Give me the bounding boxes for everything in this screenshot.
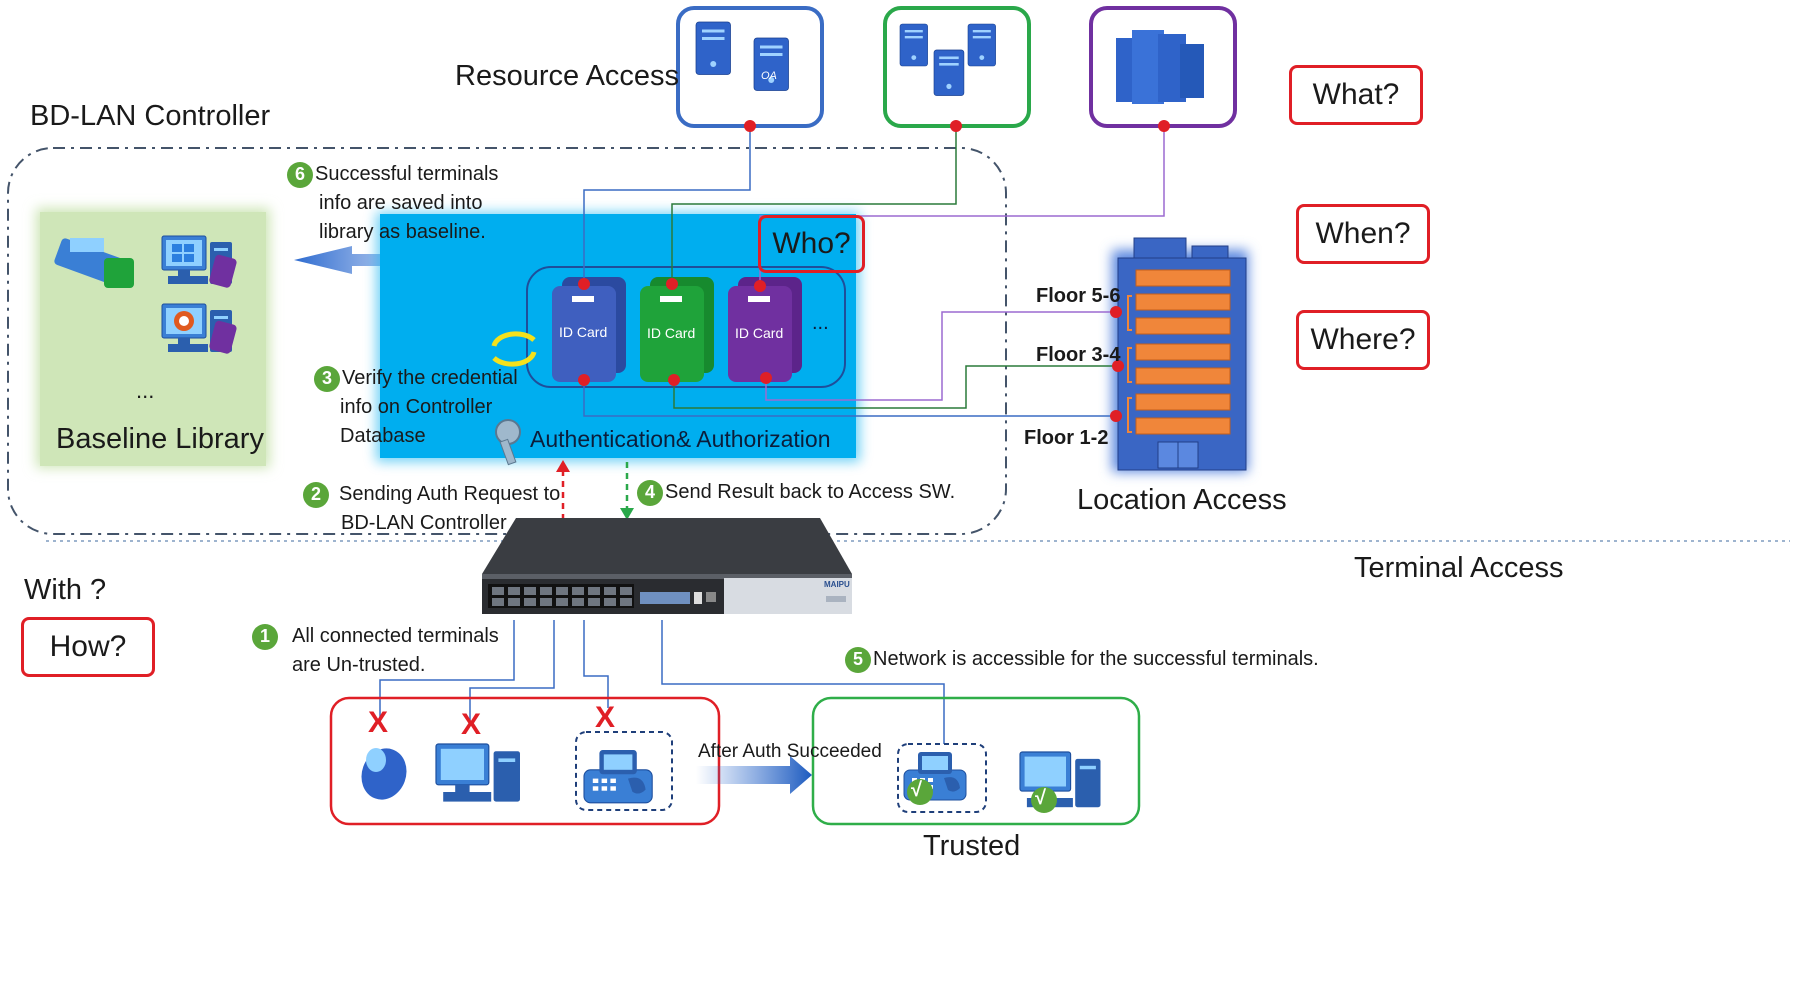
location-access-heading: Location Access — [1077, 484, 1287, 516]
step-4-line1: Send Result back to Access SW. — [665, 481, 956, 503]
floor34-link — [673, 365, 1116, 409]
id-card-purple — [728, 277, 802, 382]
step-6-badge: 6 — [287, 161, 313, 188]
controller-boundary — [7, 147, 1007, 535]
floor-label-5-6: Floor 5-6 — [1036, 285, 1121, 307]
step-2-line2: BD-LAN Controller — [341, 512, 507, 534]
id-card-label-1: ID Card — [559, 324, 608, 340]
step-6-line2: info are saved into — [319, 192, 483, 214]
untrusted-group — [329, 696, 721, 826]
accept-mark-phone: √ — [911, 779, 922, 801]
accept-badge-phone — [907, 779, 933, 805]
id-card-group — [526, 266, 846, 388]
switch-brand-label: MAIPU — [824, 580, 850, 589]
auth-result-arrow — [620, 462, 634, 520]
reject-mark-ip-phone: X — [368, 706, 389, 739]
accept-mark-pc: √ — [1035, 787, 1046, 809]
auth-request-arrow — [556, 460, 570, 520]
question-how: How? — [21, 617, 155, 677]
baseline-ellipsis: ... — [136, 378, 155, 403]
linux-pc-icon — [161, 303, 237, 354]
trusted-group — [811, 696, 1141, 826]
untrusted-desk-phone-icon — [583, 749, 653, 804]
id-card-label-3: ID Card — [735, 325, 784, 341]
oa-server-label: OA — [761, 70, 777, 82]
question-who: Who? — [758, 215, 865, 273]
step-6-line1: Successful terminals — [315, 163, 499, 185]
access-switch-icon — [482, 518, 852, 614]
auth-succeeded-arrow — [696, 756, 812, 794]
floor-brackets — [1127, 295, 1132, 433]
reject-mark-pc: X — [461, 708, 482, 741]
floor12-link — [583, 380, 1116, 417]
auth-panel-title: Authentication& Authorization — [530, 426, 831, 452]
step-6-line3: library as baseline. — [319, 221, 486, 243]
step-3-line3: Database — [340, 425, 426, 447]
step-3-line1: Verify the credential — [342, 367, 518, 389]
controller-heading: BD-LAN Controller — [30, 100, 271, 132]
connection-dots — [578, 120, 1170, 422]
step-1-badge: 1 — [252, 623, 278, 650]
floor-label-3-4: Floor 3-4 — [1036, 344, 1121, 366]
terminal-access-heading: Terminal Access — [1354, 552, 1564, 584]
windows-pc-icon — [161, 235, 237, 288]
step-1-text: 1 All connected terminals are Un-trusted. — [252, 622, 499, 680]
question-what: What? — [1289, 65, 1423, 125]
baseline-library-title: Baseline Library — [56, 423, 264, 455]
untrusted-phone-frame — [575, 731, 673, 811]
step-1-line1: All connected terminals — [292, 625, 499, 647]
after-auth-label: After Auth Succeeded — [698, 741, 882, 762]
oa-server-icon — [753, 37, 789, 91]
step-1-line2: are Un-trusted. — [292, 654, 426, 676]
step-5-badge: 5 — [845, 646, 871, 673]
trusted-heading: Trusted — [923, 830, 1021, 862]
with-heading: With ? — [24, 574, 107, 606]
id-card-label-2: ID Card — [647, 325, 696, 341]
floor-label-1-2: Floor 1-2 — [1024, 427, 1109, 449]
card-ellipsis: ... — [812, 312, 829, 334]
server-rack-icon — [1116, 30, 1204, 104]
key-icon — [495, 419, 521, 466]
pos-terminal-icon — [54, 238, 134, 288]
blue-server-link — [583, 126, 751, 286]
id-card-blue — [552, 277, 626, 382]
ip-phone-icon — [361, 748, 407, 800]
step-4-badge: 4 — [637, 479, 663, 506]
terminal-links — [379, 620, 945, 744]
reject-mark-desk-phone: X — [595, 701, 616, 734]
resource-access-heading: Resource Access — [455, 60, 680, 92]
step-3-badge: 3 — [314, 365, 340, 392]
untrusted-pc-icon — [435, 743, 521, 803]
building-icon — [1117, 237, 1247, 471]
question-where: Where? — [1296, 310, 1430, 370]
question-when: When? — [1296, 204, 1430, 264]
step-2-badge: 2 — [303, 481, 329, 508]
step-3-line2: info on Controller — [340, 396, 493, 418]
step-2-text: 2 Sending Auth Request to BD-LAN Controll… — [303, 480, 560, 538]
green-server-link — [671, 126, 957, 286]
trusted-phone-frame — [897, 743, 987, 813]
floor56-link — [765, 311, 1116, 401]
id-card-green — [640, 277, 714, 382]
accept-badge-pc — [1031, 787, 1057, 813]
step-5-line1: Network is accessible for the successful… — [873, 648, 1319, 670]
server-tower-icon — [695, 21, 731, 75]
refresh-icon — [491, 331, 537, 367]
step-2-line1: Sending Auth Request to — [339, 483, 561, 505]
